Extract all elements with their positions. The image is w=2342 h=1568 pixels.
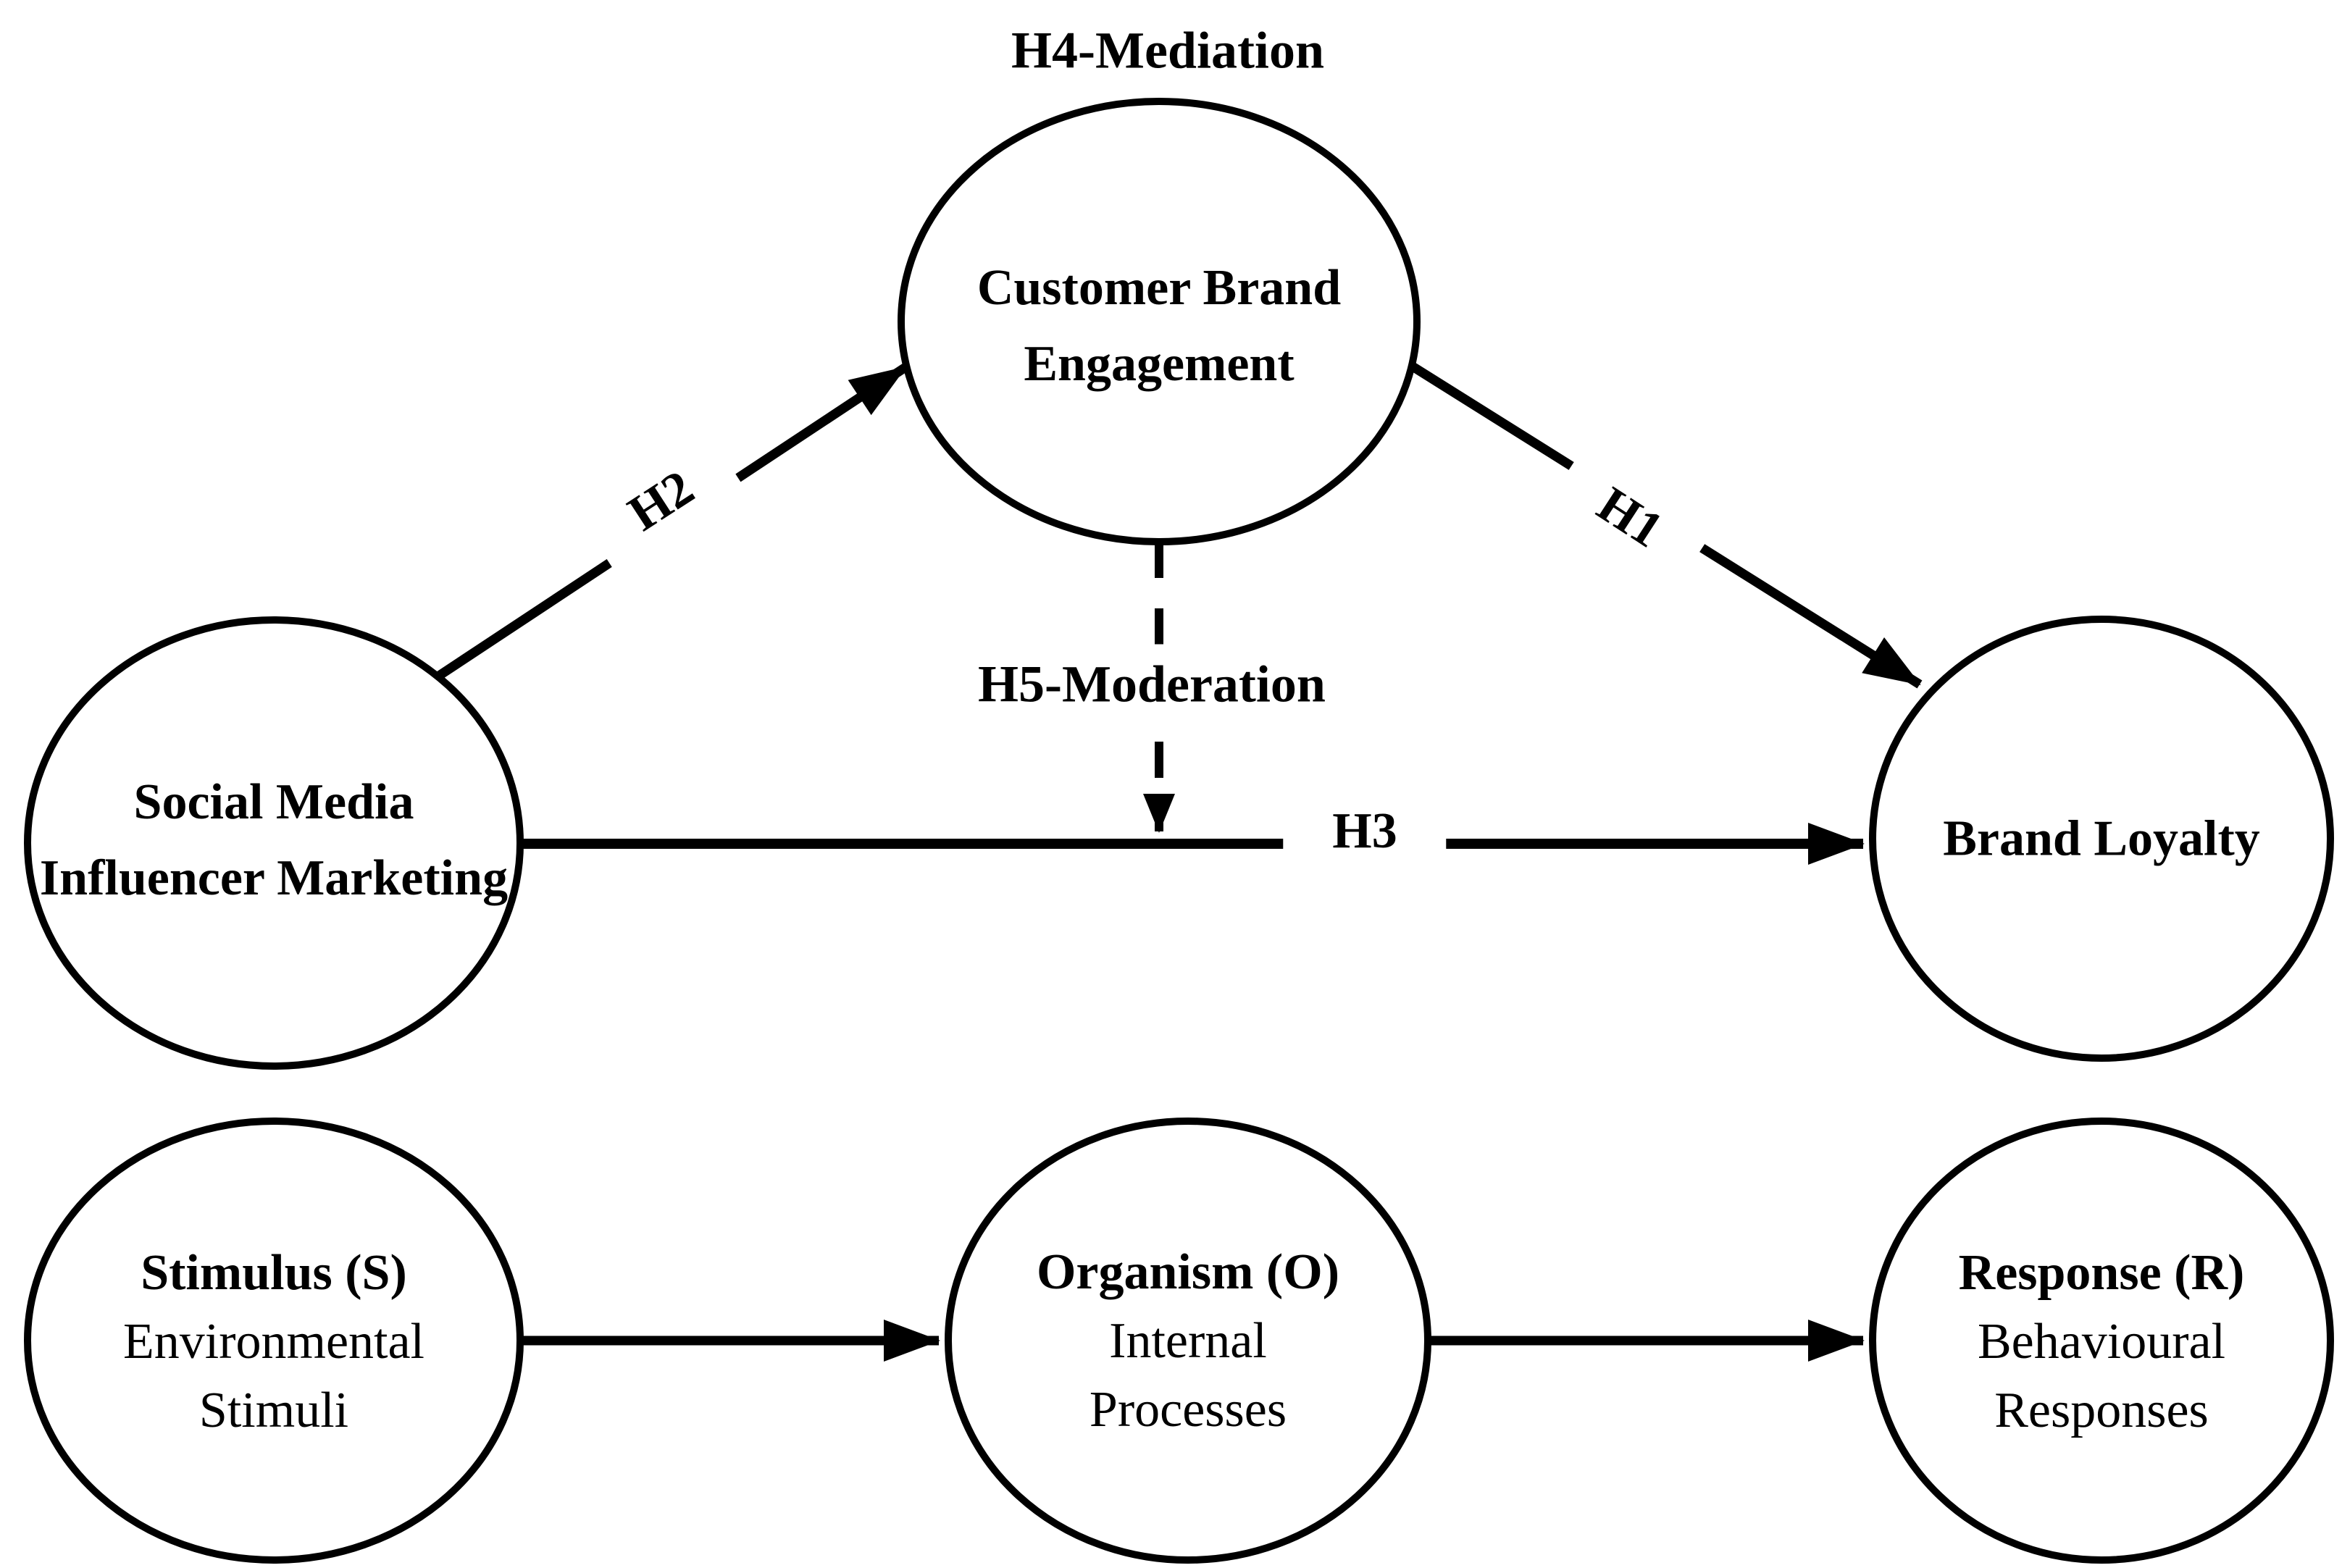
h3-label: H3 [1283,789,1447,873]
customer-brand-engagement-label: Customer Brand Engagement [977,250,1341,402]
node-subtitle-line: Environmental [122,1314,425,1370]
brand-loyalty-label: Brand Loyalty [1943,801,2260,877]
h4-mediation-label: H4-Mediation [1011,21,1324,80]
node-title: Stimulus (S) [141,1245,407,1301]
node-response [1869,1118,2334,1564]
node-subtitle-line: Internal [1109,1313,1267,1370]
node-label-line: Social Media [133,774,414,830]
node-title: Response (R) [1958,1245,2245,1301]
node-subtitle-line: Behavioural [1977,1314,2226,1370]
node-subtitle-line: Processes [1089,1382,1287,1438]
stimulus-label: Stimulus (S) Environmental Stimuli [123,1238,425,1446]
h5-moderation-label: H5-Moderation [948,644,1356,725]
node-brand-loyalty [1869,616,2334,1062]
node-subtitle-line: Stimuli [198,1383,349,1439]
node-label-line: Influencer Marketing [39,850,509,906]
organism-label: Organism (O) Internal Processes [1037,1238,1339,1445]
node-title: Organism (O) [1036,1244,1340,1301]
node-label-line: Customer Brand [976,260,1342,316]
node-label-line: Engagement [1024,336,1295,392]
social-media-influencer-marketing-label: Social Media Influencer Marketing [40,764,508,916]
node-label-line: Brand Loyalty [1943,810,2260,867]
node-subtitle-line: Responses [1994,1383,2209,1439]
response-label: Response (R) Behavioural Responses [1959,1238,2245,1446]
